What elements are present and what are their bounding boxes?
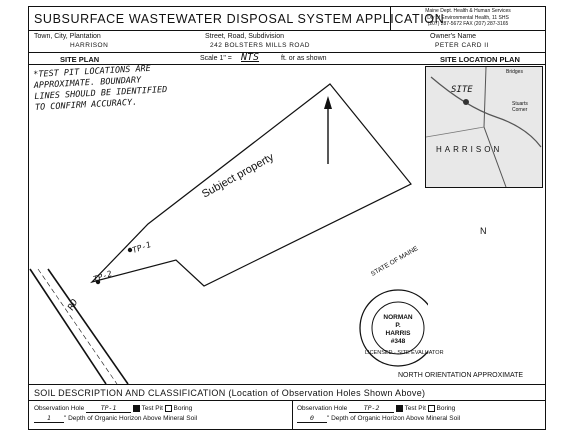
- obs-hole-right-value: TP-2: [349, 404, 395, 413]
- town-value: HARRISON: [70, 42, 109, 49]
- street-label: Street, Road, Subdivision: [205, 33, 284, 40]
- map-corner: Corner: [512, 107, 528, 113]
- town-label: Town, City, Plantation: [34, 33, 101, 40]
- site-plan-label: SITE PLAN: [60, 55, 100, 64]
- north-letter: N: [480, 226, 487, 236]
- map-bridges: Bridges: [506, 69, 523, 75]
- obs-hole-right: Observation Hole TP-2 Test Pit Boring: [297, 404, 456, 413]
- organic-depth-right: 0" Depth of Organic Horizon Above Minera…: [297, 414, 460, 423]
- stamp-name1: NORMAN: [383, 314, 413, 321]
- soil-title: SOIL DESCRIPTION AND CLASSIFICATION (Loc…: [34, 388, 426, 398]
- obs-hole-left-value: TP-1: [86, 404, 132, 413]
- owner-label: Owner's Name: [430, 33, 477, 40]
- street-value: 242 BOLSTERS MILLS ROAD: [210, 42, 311, 49]
- test-pit-checkbox-right[interactable]: [395, 404, 403, 412]
- map-stuarts: Stuarts: [512, 101, 528, 107]
- road-edge-right: [47, 268, 129, 384]
- stamp-outer-ring: [359, 289, 428, 367]
- site-sketch: [29, 83, 428, 384]
- scale-label: Scale 1" =: [200, 55, 232, 62]
- tp2-marker: [95, 279, 101, 285]
- stamp-name2: P.: [395, 322, 401, 329]
- stamp-ring-bottom: LICENSED · SITE EVALUATOR: [365, 350, 444, 356]
- map-harrison: HARRISON: [436, 145, 503, 154]
- obs-hole-left: Observation Hole TP-1 Test Pit Boring: [34, 404, 193, 413]
- stamp-number: #348: [390, 338, 406, 345]
- stamp-name3: HARRIS: [385, 330, 411, 337]
- form-frame: [28, 6, 546, 430]
- site-location-plan-label: SITE LOCATION PLAN: [440, 55, 520, 64]
- map-site-label: SITE: [451, 85, 473, 95]
- organic-depth-left: 1" Depth of Organic Horizon Above Minera…: [34, 414, 197, 423]
- boring-checkbox-left[interactable]: [164, 404, 172, 412]
- scale-value: NTS: [241, 52, 260, 63]
- north-orientation-label: NORTH ORIENTATION APPROXIMATE: [398, 372, 524, 379]
- stamp-inner-ring: [371, 301, 425, 355]
- agency-block: Maine Dept. Health & Human Services Div …: [425, 8, 511, 27]
- road-edge-left: [29, 268, 107, 384]
- test-pit-checkbox-left[interactable]: [132, 404, 140, 412]
- location-map: SITE Bridges Stuarts Corner HARRISON: [425, 66, 543, 188]
- tp1-marker: [127, 247, 133, 253]
- owner-value: PETER CARD II: [435, 42, 489, 49]
- form-title: SUBSURFACE WASTEWATER DISPOSAL SYSTEM AP…: [34, 12, 445, 26]
- boring-checkbox-right[interactable]: [427, 404, 435, 412]
- property-boundary: [90, 83, 412, 287]
- scale-suffix: ft. or as shown: [281, 55, 327, 62]
